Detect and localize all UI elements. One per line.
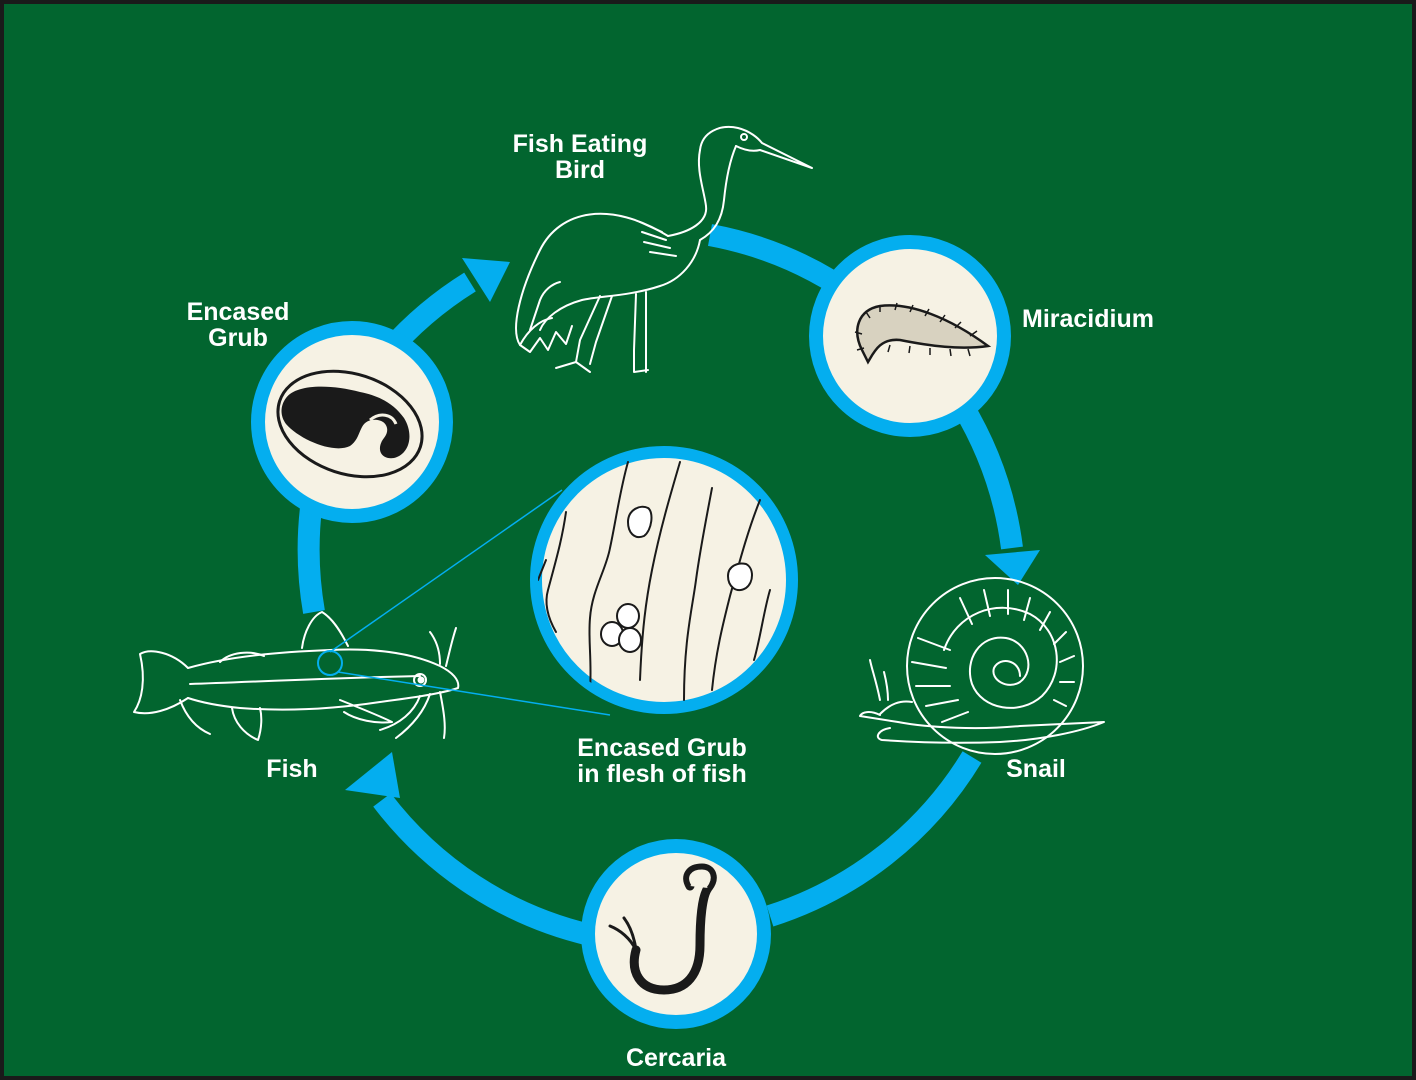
- label-inset-line1: Encased Grub: [577, 734, 747, 762]
- label-cercaria: Cercaria: [626, 1044, 727, 1072]
- label-bird-line2: Bird: [555, 156, 605, 184]
- label-inset-line2: in flesh of fish: [577, 760, 746, 788]
- grub-cyst: [617, 604, 639, 628]
- label-grub-line1: Encased: [187, 298, 290, 326]
- label-fish: Fish: [266, 755, 317, 783]
- grub-cyst: [619, 628, 641, 652]
- label-grub-line2: Grub: [208, 324, 268, 352]
- grub-cyst: [628, 507, 651, 537]
- stage-disc-cercaria: [588, 846, 764, 1022]
- arrow-fish-to-grub: [309, 500, 314, 612]
- label-miracidium: Miracidium: [1022, 305, 1154, 333]
- label-snail: Snail: [1006, 755, 1066, 783]
- inset-disc: [536, 452, 792, 708]
- grub-cyst: [728, 564, 752, 591]
- label-bird-line1: Fish Eating: [513, 130, 648, 158]
